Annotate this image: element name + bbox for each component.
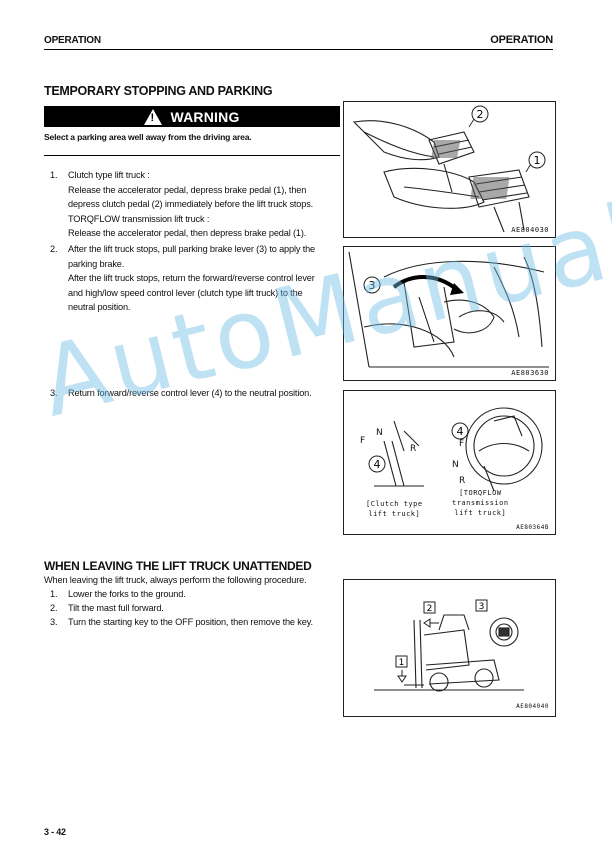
step-text: Lower the forks to the ground.	[68, 589, 186, 599]
step-line: parking brake.	[68, 258, 125, 269]
step-line: Release the accelerator pedal, depress b…	[68, 184, 307, 195]
step-number: 2.	[50, 603, 58, 613]
figure-caption: AE804030	[511, 226, 549, 234]
callout-3: 3	[479, 602, 485, 612]
letter-n-left: N	[376, 428, 383, 438]
step-line: neutral position.	[68, 302, 131, 312]
figure-caption: AE804040	[516, 703, 549, 710]
lift-truck-illustration: 1 2 3	[374, 599, 524, 692]
section-title-parking: TEMPORARY STOPPING AND PARKING	[44, 84, 273, 98]
figure-caption: AE803630	[511, 369, 549, 377]
letter-f-right: F	[459, 439, 464, 449]
callout-2: 2	[427, 604, 433, 614]
step-text: Clutch type lift truck : Release the acc…	[68, 168, 344, 241]
step-text: After the lift truck stops, pull parking…	[68, 242, 344, 315]
figure-lift-truck: 1 2 3 AE804040	[343, 579, 556, 717]
step-line: Release the accelerator pedal, then depr…	[68, 228, 307, 238]
step-number: 3.	[50, 617, 58, 627]
step-number: 1.	[50, 589, 58, 599]
label-line: lift truck]	[368, 510, 421, 518]
label-line: lift truck]	[454, 509, 507, 517]
step-line: After the lift truck stops, return the f…	[68, 273, 315, 283]
callout-4-left: 4	[374, 458, 381, 471]
step-number: 2.	[50, 244, 58, 254]
callout-1: 1	[399, 658, 405, 668]
figure-fnr-levers: F N R F N R 4 4 [Clutch type lift truck]…	[343, 390, 556, 535]
section2-intro: When leaving the lift truck, always perf…	[44, 575, 307, 585]
step-3: 3. Return forward/reverse control lever …	[50, 386, 342, 402]
step-line: depress clutch pedal (2) immediately bef…	[68, 199, 314, 209]
figure-caption: AE80364B	[516, 524, 549, 531]
letter-f-left: F	[360, 436, 365, 446]
step-2: 2. After the lift truck stops, pull park…	[50, 242, 342, 317]
header-rule	[44, 49, 553, 50]
step-line: TORQFLOW transmission lift truck :	[68, 213, 210, 224]
callout-1: 1	[534, 154, 541, 167]
header-right: OPERATION	[490, 34, 553, 46]
label-line: [TORQFLOW	[459, 489, 502, 497]
warning-bottom-rule	[44, 155, 340, 156]
section-title-unattended: WHEN LEAVING THE LIFT TRUCK UNATTENDED	[44, 559, 312, 573]
torqflow-label: [TORQFLOW transmission lift truck]	[452, 488, 509, 518]
figure-pedals: 2 1 AE804030	[343, 101, 556, 238]
figure-parking-brake: 3 AE803630	[343, 246, 556, 381]
callout-4-right: 4	[457, 425, 464, 438]
step-text: Turn the starting key to the OFF positio…	[68, 617, 313, 627]
header-left: OPERATION	[44, 35, 101, 46]
warning-banner: ! WARNING	[44, 106, 340, 127]
callout-2: 2	[477, 108, 484, 121]
pedals-illustration: 2 1	[352, 105, 546, 233]
warning-triangle-icon: !	[144, 108, 163, 125]
unattended-step-2: 2. Tilt the mast full forward.	[50, 601, 342, 616]
warning-text: Select a parking area well away from the…	[44, 132, 252, 142]
step-text: Tilt the mast full forward.	[68, 603, 164, 613]
fnr-levers-illustration: F N R F N R 4 4	[360, 407, 543, 492]
warning-label: WARNING	[170, 108, 240, 125]
step-line: Clutch type lift truck :	[68, 170, 150, 180]
letter-r-right: R	[459, 476, 465, 486]
label-line: [Clutch type	[366, 500, 423, 508]
step-line: After the lift truck stops, pull parking…	[68, 244, 316, 254]
label-line: transmission	[452, 499, 509, 507]
clutch-type-label: [Clutch type lift truck]	[366, 499, 423, 519]
step-text: Return forward/reverse control lever (4)…	[68, 386, 348, 401]
step-number: 1.	[50, 170, 58, 180]
letter-n-right: N	[452, 460, 459, 470]
callout-3: 3	[369, 279, 376, 292]
unattended-step-3: 3. Turn the starting key to the OFF posi…	[50, 615, 342, 630]
page-number: 3 - 42	[44, 827, 66, 837]
step-1: 1. Clutch type lift truck : Release the …	[50, 168, 342, 243]
step-number: 3.	[50, 388, 58, 398]
parking-brake-illustration: 3	[348, 251, 549, 368]
step-line: Return forward/reverse control lever (4)…	[68, 388, 312, 398]
unattended-step-1: 1. Lower the forks to the ground.	[50, 587, 342, 602]
step-line: and high/low speed control lever (clutch…	[68, 287, 303, 298]
letter-r-left: R	[410, 444, 416, 454]
